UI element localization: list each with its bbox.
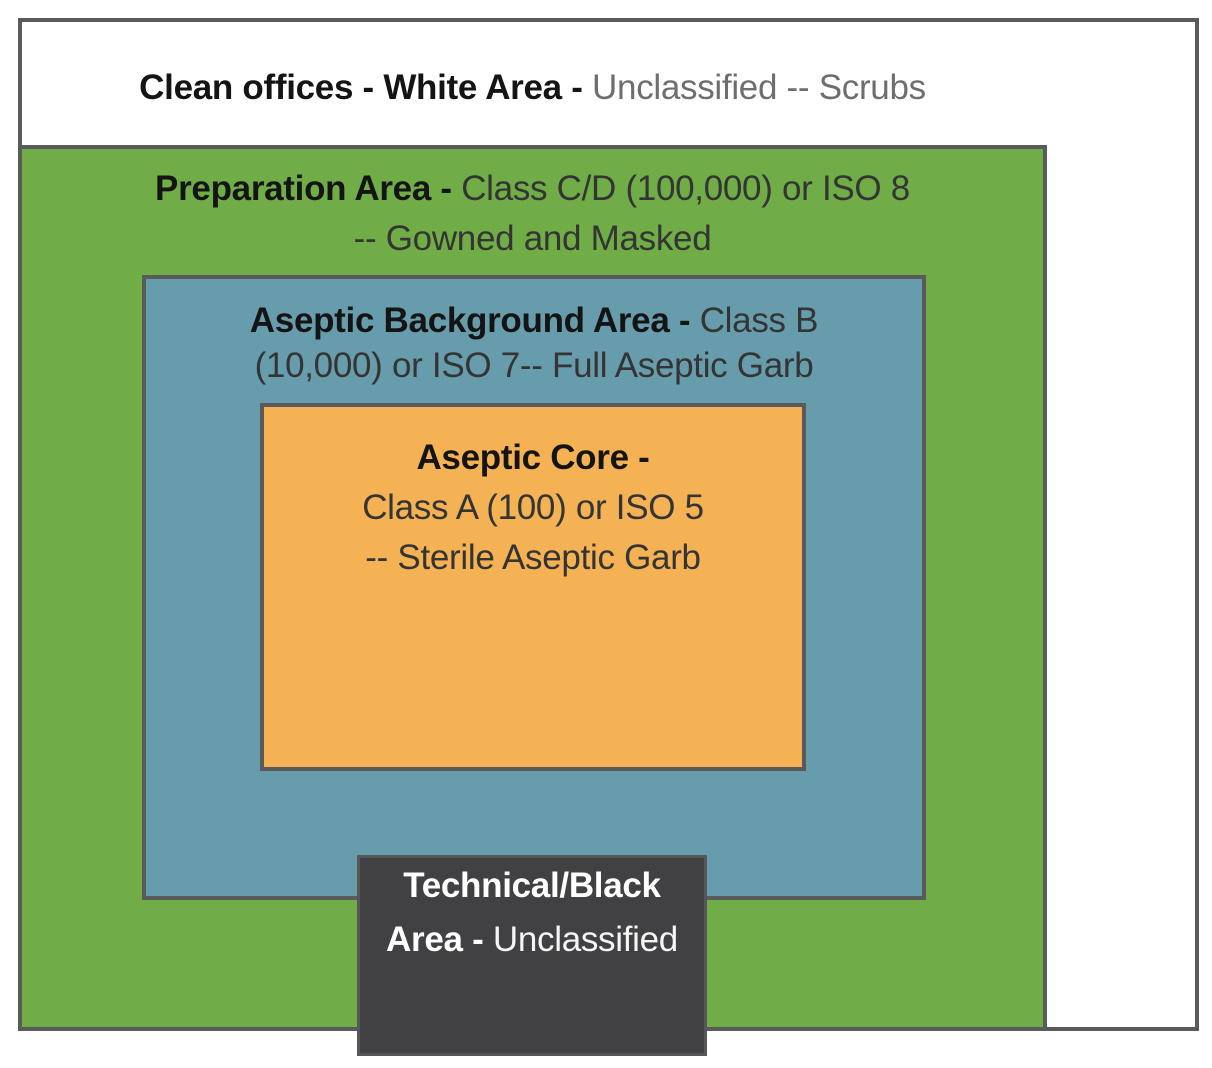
technical-black-label-line2-bold: Area - — [386, 920, 493, 959]
aseptic-core-label-line3: -- Sterile Aseptic Garb — [365, 538, 701, 577]
clean-offices-label-rest: Unclassified -- Scrubs — [592, 68, 926, 107]
aseptic-core-label-bold: Aseptic Core - — [416, 438, 650, 477]
aseptic-background-area-label: Aseptic Background Area - Class B (10,00… — [142, 298, 926, 388]
aseptic-background-label-rest: Class B — [699, 301, 819, 340]
aseptic-background-label-line2: (10,000) or ISO 7-- Full Aseptic Garb — [254, 346, 814, 385]
aseptic-core-label-line2: Class A (100) or ISO 5 — [362, 488, 704, 527]
preparation-label-line1: Preparation Area - Class C/D (100,000) o… — [18, 164, 1047, 214]
clean-offices-label: Clean offices - White Area - Unclassifie… — [18, 64, 1047, 112]
preparation-label-rest: Class C/D (100,000) or ISO 8 — [461, 169, 910, 208]
technical-black-label-line1: Technical/Black — [403, 866, 661, 905]
preparation-area-label: Preparation Area - Class C/D (100,000) o… — [18, 164, 1047, 264]
preparation-label-line2: -- Gowned and Masked — [353, 219, 712, 258]
technical-black-area-box — [357, 855, 707, 1056]
technical-black-label-line2-rest: Unclassified — [492, 920, 678, 959]
technical-black-label-line2: Area - Unclassified — [357, 913, 707, 967]
aseptic-core-label: Aseptic Core - Class A (100) or ISO 5 --… — [260, 433, 806, 583]
technical-black-area-label: Technical/Black Area - Unclassified — [357, 859, 707, 967]
preparation-label-bold: Preparation Area - — [155, 169, 462, 208]
aseptic-background-label-line1: Aseptic Background Area - Class B — [142, 298, 926, 343]
aseptic-core-box — [260, 403, 806, 771]
aseptic-background-label-bold: Aseptic Background Area - — [249, 301, 700, 340]
clean-offices-label-bold: Clean offices - White Area - — [139, 68, 593, 107]
